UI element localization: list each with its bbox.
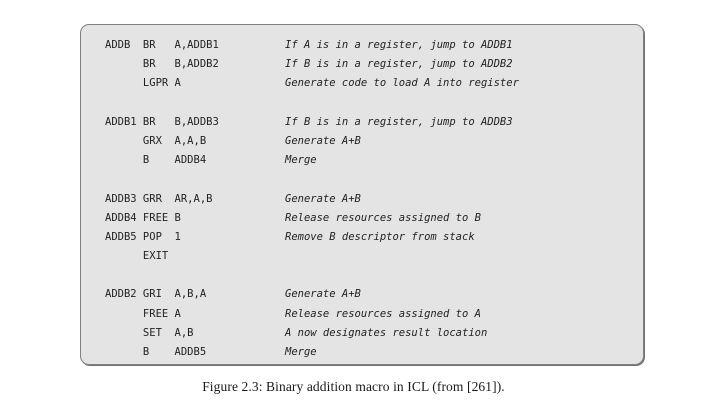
code-comment: Merge xyxy=(285,346,317,358)
code-line: FREE A Release resources assigned to A xyxy=(105,305,635,324)
code-instruction: FREE A xyxy=(105,307,181,320)
code-line-inner xyxy=(105,170,635,189)
figure-caption: Figure 2.3: Binary addition macro in ICL… xyxy=(202,379,505,394)
code-line-inner: FREE A Release resources assigned to A xyxy=(105,305,635,324)
code-line: BR B,ADDB2 If B is in a register, jump to… xyxy=(105,55,635,74)
code-comment: Generate A+B xyxy=(285,134,361,147)
code-line: ADDB3 GRR AR,A,B Generate A+B xyxy=(105,190,635,209)
code-instruction: ADDB4 FREE B xyxy=(105,211,181,224)
code-instruction: B ADDB4 xyxy=(105,154,207,167)
code-line-inner xyxy=(105,266,635,285)
code-line: ADDB5 POP 1 Remove B descriptor from stac… xyxy=(105,228,635,247)
code-instruction: ADDB BR A,ADDB1 xyxy=(105,39,219,51)
code-line-inner: GRX A,A,B Generate A+B xyxy=(105,132,635,151)
code-line: GRX A,A,B Generate A+B xyxy=(105,132,635,151)
code-line-inner: LGPR A Generate code to load A into regis… xyxy=(105,74,635,93)
code-instruction: BR B,ADDB2 xyxy=(105,58,219,71)
code-blank-line xyxy=(105,266,635,285)
code-line: ADDB4 FREE B Release resources assigned t… xyxy=(105,209,635,228)
code-comment: If B is in a register, jump to ADDB3 xyxy=(285,115,513,128)
code-line: EXIT xyxy=(105,247,635,266)
code-line: LGPR A Generate code to load A into regis… xyxy=(105,74,635,93)
code-instruction: ADDB2 GRI A,B,A xyxy=(105,288,207,301)
code-instruction: B ADDB5 xyxy=(105,346,207,358)
code-line: B ADDB5 Merge xyxy=(105,343,635,362)
code-listing-box: ADDB BR A,ADDB1 If A is in a register, ju… xyxy=(80,24,644,365)
code-line-inner: B ADDB4 Merge xyxy=(105,151,635,170)
code-line-inner: ADDB3 GRR AR,A,B Generate A+B xyxy=(105,190,635,209)
code-line-inner: SET A,B A now designates result location xyxy=(105,324,635,343)
code-instruction: SET A,B xyxy=(105,326,194,339)
code-comment: If A is in a register, jump to ADDB1 xyxy=(285,39,513,51)
code-listing: ADDB BR A,ADDB1 If A is in a register, ju… xyxy=(105,36,635,358)
code-instruction: ADDB3 GRR AR,A,B xyxy=(105,192,213,205)
code-line-inner: ADDB2 GRI A,B,A Generate A+B xyxy=(105,285,635,304)
code-line-inner: ADDB5 POP 1 Remove B descriptor from stac… xyxy=(105,228,635,247)
code-comment: Merge xyxy=(285,154,317,167)
code-instruction: EXIT xyxy=(105,250,169,263)
code-comment: Release resources assigned to B xyxy=(285,211,481,224)
code-line: ADDB BR A,ADDB1 If A is in a register, ju… xyxy=(105,36,635,55)
code-line-inner: ADDB1 BR B,ADDB3 If B is in a register, j… xyxy=(105,113,635,132)
code-comment: Generate A+B xyxy=(285,192,361,205)
code-line-inner: BR B,ADDB2 If B is in a register, jump to… xyxy=(105,55,635,74)
code-comment: Generate code to load A into register xyxy=(285,77,519,90)
code-comment: Remove B descriptor from stack xyxy=(285,230,475,243)
code-line-inner: ADDB4 FREE B Release resources assigned t… xyxy=(105,209,635,228)
code-line-inner: ADDB BR A,ADDB1 If A is in a register, ju… xyxy=(105,36,635,55)
code-blank-line xyxy=(105,94,635,113)
code-blank-line xyxy=(105,170,635,189)
code-line: ADDB2 GRI A,B,A Generate A+B xyxy=(105,285,635,304)
code-line-inner: B ADDB5 Merge xyxy=(105,343,635,362)
code-comment: A now designates result location xyxy=(285,326,488,339)
code-instruction: LGPR A xyxy=(105,77,181,90)
code-instruction: ADDB5 POP 1 xyxy=(105,230,181,243)
code-line-inner: EXIT xyxy=(105,247,635,266)
code-line-inner xyxy=(105,94,635,113)
code-line: ADDB1 BR B,ADDB3 If B is in a register, j… xyxy=(105,113,635,132)
code-line: SET A,B A now designates result location xyxy=(105,324,635,343)
code-comment: Release resources assigned to A xyxy=(285,307,481,320)
code-comment: If B is in a register, jump to ADDB2 xyxy=(285,58,513,71)
code-instruction: ADDB1 BR B,ADDB3 xyxy=(105,115,219,128)
code-line: B ADDB4 Merge xyxy=(105,151,635,170)
code-instruction: GRX A,A,B xyxy=(105,134,207,147)
code-comment: Generate A+B xyxy=(285,288,361,301)
